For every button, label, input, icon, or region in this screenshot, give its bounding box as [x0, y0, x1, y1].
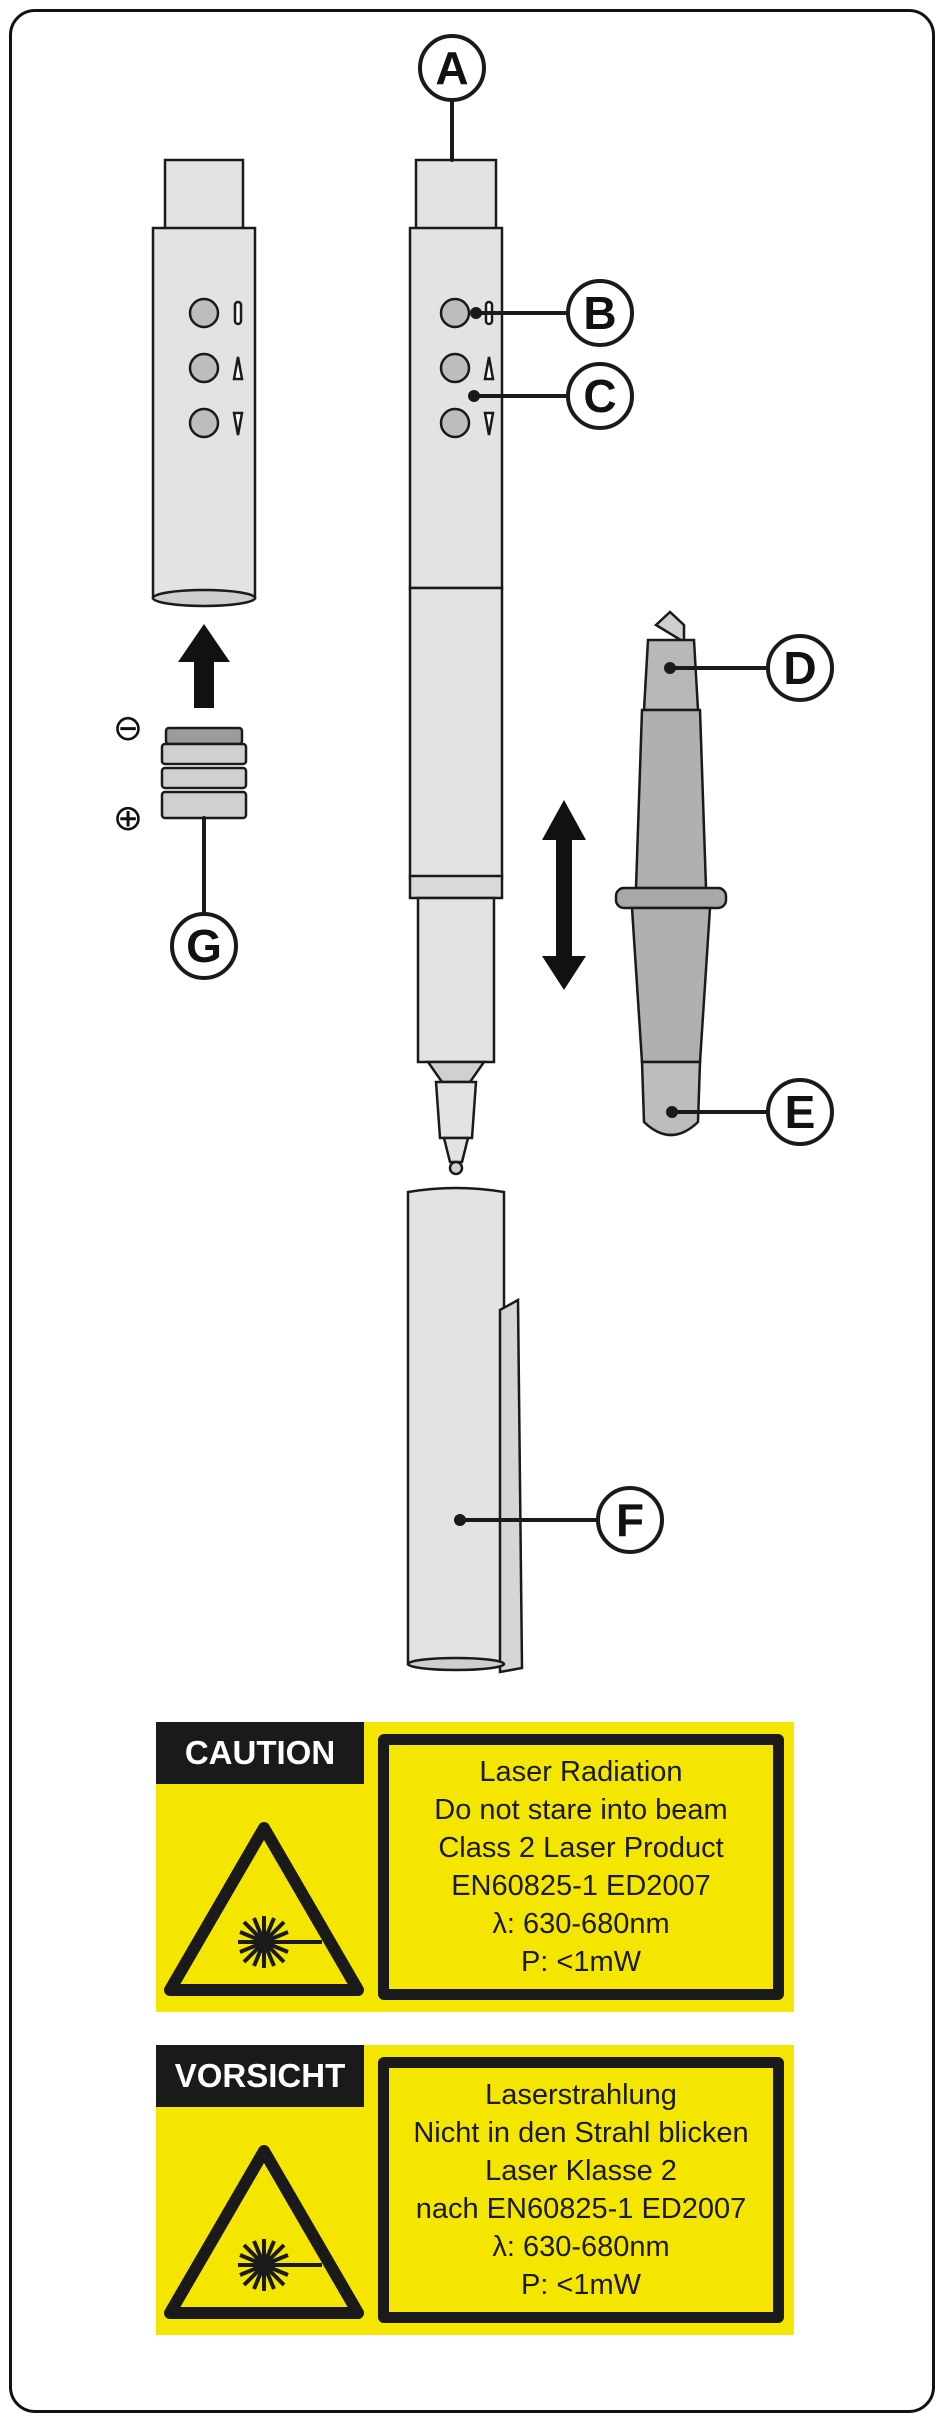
pen-cap — [408, 1188, 522, 1672]
warning-title: VORSICHT — [156, 2045, 364, 2107]
down-button — [190, 409, 218, 437]
callout-e: E — [768, 1080, 832, 1144]
battery-minus-icon: ⊖ — [113, 708, 143, 749]
warning-line: Laser Radiation — [479, 1753, 682, 1791]
laser-warning-icon — [164, 1820, 364, 1996]
exchange-arrow-icon — [542, 800, 586, 990]
warning-line: P: <1mW — [521, 2266, 641, 2304]
warning-text-box: Laserstrahlung Nicht in den Strahl blick… — [378, 2057, 784, 2323]
warning-line: λ: 630-680nm — [492, 1905, 669, 1943]
refill-cartridge — [616, 612, 726, 1135]
svg-text:G: G — [186, 920, 222, 972]
warning-label-caution: CAUTION Laser Radiation Do not stare int… — [156, 1722, 794, 2012]
callout-b: B — [568, 281, 632, 345]
warning-line: Nicht in den Strahl blicken — [413, 2114, 748, 2152]
warning-label-vorsicht: VORSICHT Laserstrahlung Nicht in den Str… — [156, 2045, 794, 2335]
warning-line: Laser Klasse 2 — [485, 2152, 677, 2190]
insert-arrow-icon — [178, 624, 230, 708]
pen-top-detached — [153, 160, 255, 606]
svg-text:D: D — [783, 642, 816, 694]
svg-text:C: C — [583, 370, 616, 422]
warning-line: λ: 630-680nm — [492, 2228, 669, 2266]
callout-c: C — [568, 364, 632, 428]
callout-f: F — [598, 1488, 662, 1552]
callout-a: A — [420, 36, 484, 100]
warning-title: CAUTION — [156, 1722, 364, 1784]
warning-line: EN60825-1 ED2007 — [451, 1867, 711, 1905]
laser-warning-icon — [164, 2143, 364, 2319]
svg-text:E: E — [785, 1086, 816, 1138]
callout-d: D — [768, 636, 832, 700]
svg-text:B: B — [583, 287, 616, 339]
warning-line: P: <1mW — [521, 1943, 641, 1981]
battery-stack — [162, 728, 246, 818]
power-button-main — [441, 299, 469, 327]
warning-line: Laserstrahlung — [485, 2076, 677, 2114]
up-button-main — [441, 354, 469, 382]
power-symbol-icon — [235, 302, 241, 324]
svg-text:A: A — [435, 42, 468, 94]
battery-plus-icon: ⊕ — [113, 798, 143, 839]
down-button-main — [441, 409, 469, 437]
up-button — [190, 354, 218, 382]
warning-line: Do not stare into beam — [434, 1791, 727, 1829]
svg-text:F: F — [616, 1494, 644, 1546]
warning-line: nach EN60825-1 ED2007 — [416, 2190, 747, 2228]
callout-g: G — [172, 914, 236, 978]
warning-text-box: Laser Radiation Do not stare into beam C… — [378, 1734, 784, 2000]
warning-line: Class 2 Laser Product — [438, 1829, 723, 1867]
power-button — [190, 299, 218, 327]
